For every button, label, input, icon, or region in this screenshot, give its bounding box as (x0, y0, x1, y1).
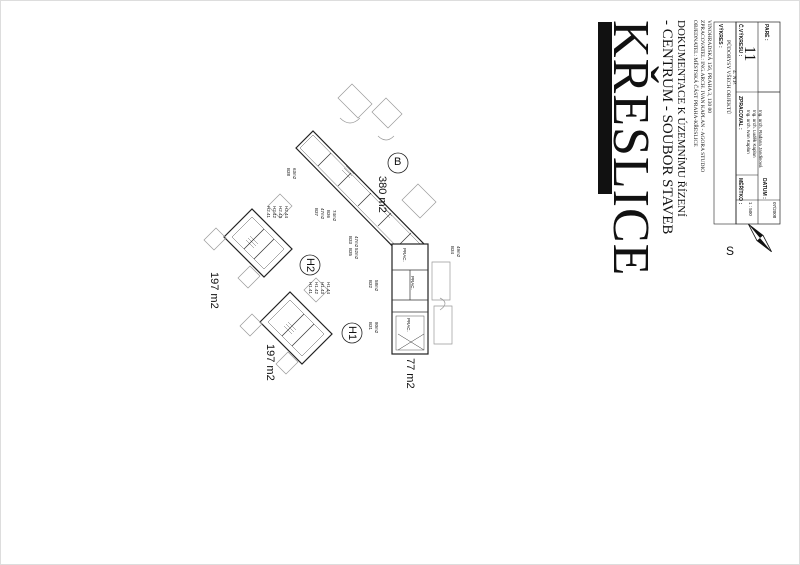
h2-room-1: H2.41 (266, 206, 271, 219)
client-line: OBJEDNATEL: MĚSTSKÁ ČÁST PRAHA-KŘESLICE (692, 20, 698, 147)
project-subtitle: - CENTRUM - SOUBOR STAVEB (659, 20, 675, 235)
b35-area: 52m2 (354, 248, 359, 260)
building-h1-label: H1 (346, 326, 358, 341)
building-h2-area: 197 m2 (208, 272, 220, 309)
b38-area: 63m2 (292, 168, 297, 180)
building-h2-marker (299, 254, 321, 276)
b31-label: B31 (368, 322, 373, 331)
h1-room-1: H1.41 (308, 282, 313, 295)
building-b-marker (387, 152, 409, 174)
building-h1-outline (259, 291, 333, 365)
cislo-value: 11 (741, 46, 758, 62)
b33-label: B33 (348, 236, 353, 245)
h1-room-4: H1.44 (326, 282, 331, 295)
meritko-label: MĚŘÍTKO : (737, 178, 743, 205)
title-block (598, 21, 781, 225)
b34-area: 49m2 (456, 246, 461, 258)
b31-area: 80m2 (374, 322, 379, 334)
building-h1 (239, 277, 333, 375)
datum-label: DATUM : (761, 178, 767, 199)
site-plan (203, 83, 453, 375)
b34-label: B34 (450, 246, 455, 255)
b33-area: 47m2 (354, 236, 359, 248)
project-title: KŘESLICE (602, 20, 659, 277)
b38-label: B38 (286, 168, 291, 177)
b36-label: B36 (326, 210, 331, 219)
document-type: DOKUMENTACE K ÚZEMNÍMU ŘÍZENÍ (675, 20, 687, 217)
h2-room-3: H2.43 (278, 206, 283, 219)
h2-room-4: H2.44 (284, 206, 289, 219)
building-h1-area: 197 m2 (264, 344, 276, 381)
h1-room-3: H1.43 (320, 282, 325, 295)
building-b-area: 380 m2 (376, 176, 388, 213)
building-b-wing (391, 243, 453, 355)
b37-area: 47m2 (320, 208, 325, 220)
commercial-area: 77 m2 (404, 358, 416, 389)
prac-label-2: PRAC. (410, 276, 415, 290)
north-arrow-icon (748, 223, 772, 253)
meritko-value: 1 : 500 (748, 202, 753, 216)
building-h2-outline (223, 208, 293, 278)
zpracoval-label: ZPRACOVAL : (737, 96, 743, 130)
vykres-frame (713, 21, 737, 225)
building-h2 (203, 193, 293, 289)
author-line: ZPRACOVATEL: ING.ARCH. IVAN KAPLAN - AGO… (699, 20, 705, 173)
prac-label-1: PRAC. (402, 248, 407, 262)
address-line: VINOHRADSKÁ 156, PRAHA 3, 130 00 (706, 20, 712, 114)
datum-value: 07/2008 (772, 202, 777, 219)
zpracoval-2: Ing. arch. Luděk Kaplan (752, 110, 757, 158)
h2-room-2: H2.42 (272, 206, 277, 219)
building-h2-label: H2 (304, 258, 316, 273)
pare-label: PARÉ : (763, 24, 769, 41)
h1-room-2: H1.42 (314, 282, 319, 295)
zpracoval-1: Ing. arch. Ivan Kaplan (746, 110, 751, 154)
b35-label: B35 (348, 248, 353, 257)
b36-area: 74m2 (332, 210, 337, 222)
building-h1-marker (341, 322, 363, 344)
vykres-value-2: 4. N.P. (731, 70, 737, 85)
b37-label: B37 (314, 208, 319, 217)
prac-label-3: PRAC. (406, 318, 411, 332)
zpracoval-3: Ing. arch. Radana Jandinová (758, 110, 763, 168)
vykres-value-1: PŮDORYSY VŠECH OBJEKTŮ (725, 40, 731, 115)
b32-label: B32 (368, 280, 373, 289)
compass-letter: S (726, 244, 735, 258)
vykres-label: VÝKRES : (717, 24, 723, 48)
b32-area: 58m2 (374, 280, 379, 292)
building-b-label: B (394, 156, 402, 168)
title-black-bar (598, 22, 612, 194)
